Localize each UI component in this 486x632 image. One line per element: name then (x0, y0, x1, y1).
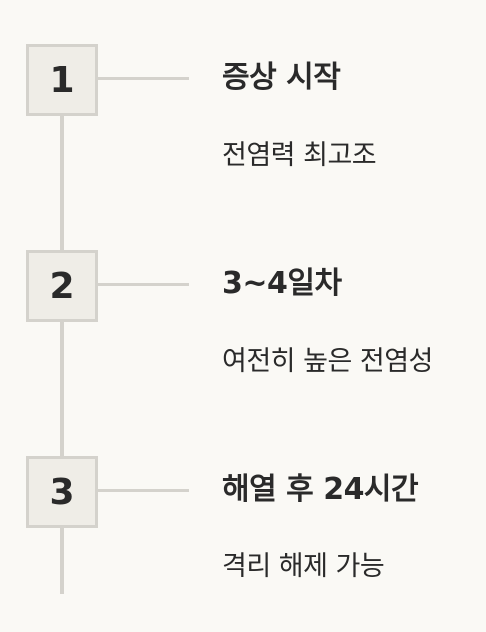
step-number-box: 2 (26, 250, 98, 322)
step-description: 격리 해제 가능 (222, 551, 385, 582)
step-description: 전염력 최고조 (222, 140, 377, 171)
timeline-connector (60, 320, 64, 456)
step-connector-line (95, 489, 189, 492)
step-title: 3~4일차 (222, 266, 342, 301)
step-title: 해열 후 24시간 (222, 472, 419, 507)
step-number-box: 1 (26, 44, 98, 116)
step-number-box: 3 (26, 456, 98, 528)
timeline-connector (60, 116, 64, 250)
step-title: 증상 시작 (222, 60, 341, 95)
step-description: 여전히 높은 전염성 (222, 346, 433, 377)
step-connector-line (95, 77, 189, 80)
step-connector-line (95, 283, 189, 286)
timeline-connector (60, 526, 64, 594)
